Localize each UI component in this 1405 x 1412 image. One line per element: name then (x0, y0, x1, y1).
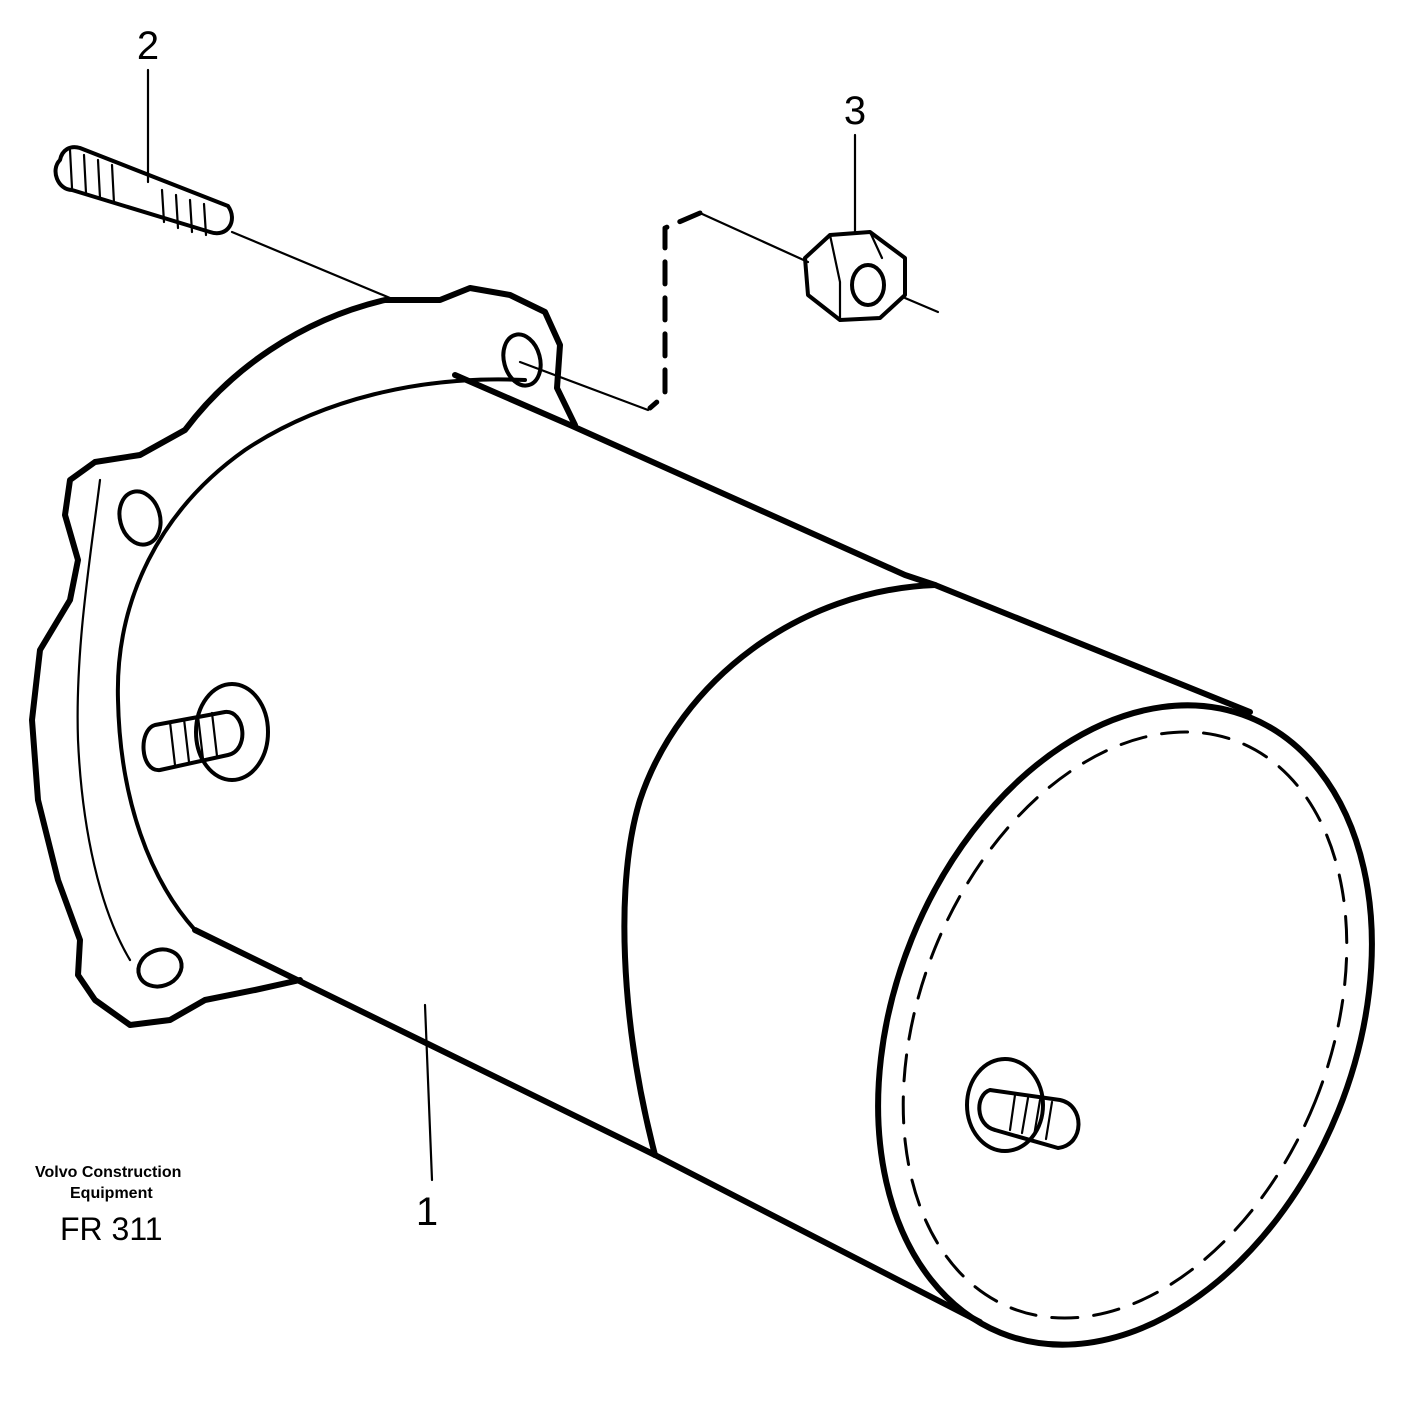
stud-part-2-leader (230, 230, 392, 300)
mounting-flange (29, 285, 578, 1028)
motor-body-top-edge (452, 372, 938, 588)
end-cap-face (875, 702, 1375, 1348)
flange-hole-left (117, 489, 163, 547)
figure-code: FR 311 (60, 1211, 163, 1247)
stud-part-2 (53, 145, 234, 236)
flange-hole-bottom (136, 947, 184, 989)
nut-part-3-edges (828, 230, 884, 322)
end-cap-top-edge (932, 582, 1253, 715)
flange-inner-curve (115, 377, 527, 932)
brand-line-1: Volvo Construction (35, 1164, 182, 1181)
nut-part-3-hole (850, 263, 886, 307)
callout-2: 2 (136, 24, 160, 68)
motor-body-bottom-edge (192, 927, 658, 1158)
end-cap-face-dashed (901, 730, 1349, 1320)
assembly-line-to-flange (518, 360, 650, 412)
body-terminal-stud (141, 710, 245, 772)
end-cap-terminal-threads (1008, 1093, 1054, 1141)
stud-part-2-threads (68, 148, 208, 237)
end-cap-terminal-washer (965, 1057, 1045, 1153)
body-terminal-threads (168, 711, 219, 767)
motor-body-seam (621, 582, 938, 1158)
end-cap-bottom-edge (652, 1152, 983, 1325)
flange-hole-top (501, 332, 543, 388)
callout-3: 3 (843, 89, 867, 133)
end-cap-terminal-stud (977, 1088, 1081, 1150)
brand-line-2: Equipment (70, 1185, 153, 1202)
assembly-line-nut-exit (903, 296, 940, 314)
assembly-dashed-bracket (647, 210, 703, 411)
flange-inner-edge (76, 478, 132, 962)
callout-1: 1 (415, 1190, 439, 1234)
body-terminal-washer (194, 682, 270, 782)
nut-part-3 (803, 230, 907, 322)
callout-1-leader (423, 1003, 434, 1182)
assembly-line-nut (698, 211, 810, 264)
